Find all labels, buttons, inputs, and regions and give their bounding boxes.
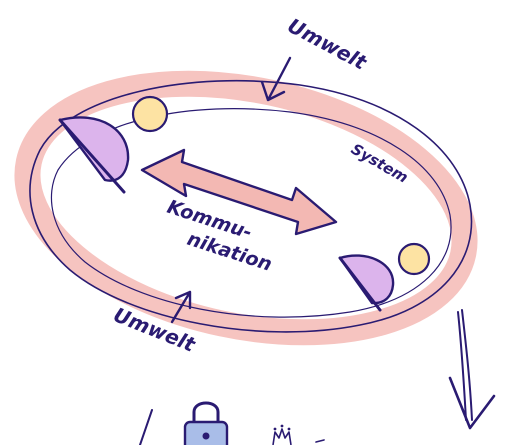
person-left-icon xyxy=(58,95,169,194)
pen-stroke xyxy=(139,409,153,445)
person-right-icon xyxy=(338,242,431,312)
environment-bottom-arrow xyxy=(170,290,192,324)
environment-top-arrow xyxy=(260,56,292,102)
system-boundary-ring xyxy=(14,70,478,346)
lock-icon xyxy=(183,401,229,445)
crown-icon xyxy=(272,424,292,445)
down-arrow xyxy=(448,309,496,430)
small-mark xyxy=(315,439,325,443)
communication-arrow xyxy=(140,148,338,236)
environment-top-label: Umwelt xyxy=(284,13,372,75)
